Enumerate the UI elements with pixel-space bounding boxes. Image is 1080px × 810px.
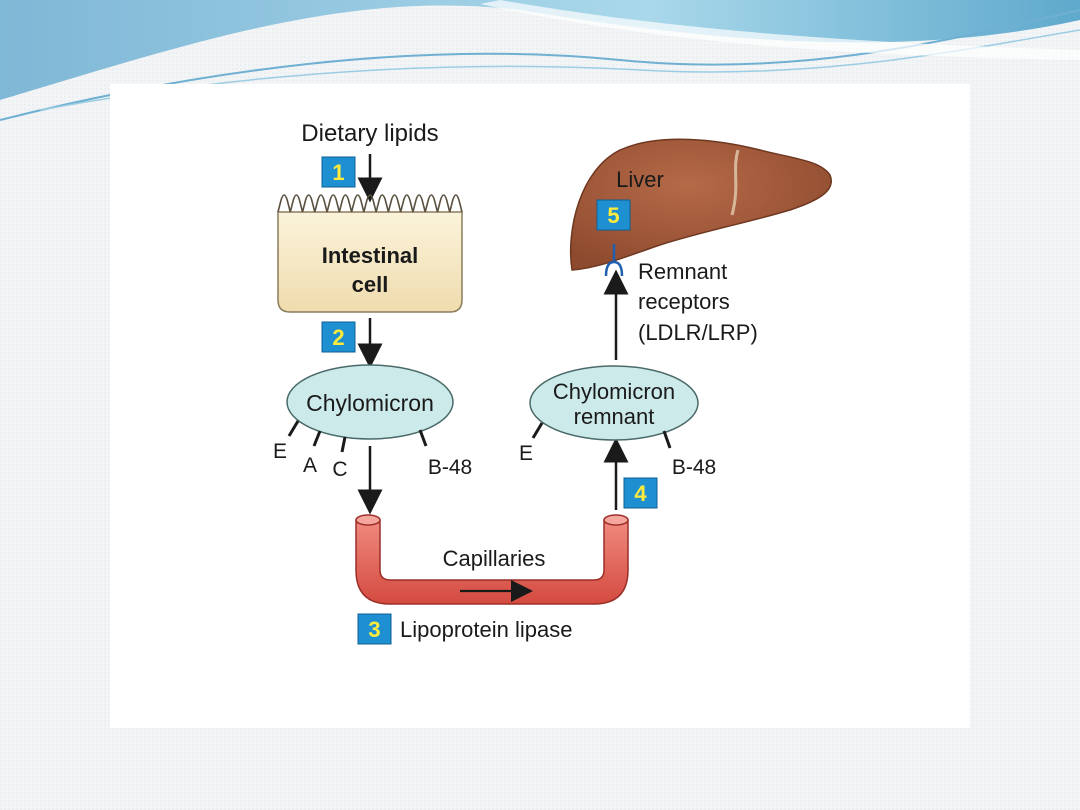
receptor-label-2: receptors (638, 289, 730, 314)
header-swoosh (0, 0, 1080, 100)
apo-b48-label-left: B-48 (428, 456, 472, 479)
apo-c-label: C (332, 458, 347, 481)
apo-e-label-left: E (273, 440, 287, 463)
apo-c-stalk (340, 436, 347, 453)
step-1-number: 1 (332, 160, 344, 185)
intestinal-cell-label-1: Intestinal (322, 243, 419, 268)
capillary-tube (355, 514, 629, 605)
step-2-badge: 2 (321, 321, 356, 353)
intestinal-cell-label-2: cell (352, 272, 389, 297)
remnant-apo-e-stalk (531, 422, 544, 439)
remnant-label-2: remnant (574, 404, 655, 429)
step-3-badge: 3 (357, 613, 392, 645)
lipoprotein-lipase-label: Lipoprotein lipase (400, 617, 572, 642)
apo-a-stalk (312, 430, 322, 447)
remnant-apo-b48-stalk (662, 430, 672, 449)
capillaries-label: Capillaries (443, 546, 546, 571)
step-3-number: 3 (368, 617, 380, 642)
receptor-label-1: Remnant (638, 259, 727, 284)
remnant-receptor-icon (604, 244, 624, 277)
receptor-label-3: (LDLR/LRP) (638, 320, 758, 345)
step-2-number: 2 (332, 325, 344, 350)
chylomicron-label: Chylomicron (306, 390, 434, 416)
intestinal-cell: Intestinal cell (277, 194, 463, 313)
step-4-number: 4 (634, 481, 647, 506)
remnant-label-1: Chylomicron (553, 379, 675, 404)
chylomicron-remnant: Chylomicron remnant (529, 365, 699, 449)
liver: Liver (569, 138, 832, 271)
swoosh-highlight (480, 0, 1080, 60)
step-4-badge: 4 (623, 477, 658, 509)
apo-a-label: A (303, 454, 317, 477)
apo-b48-label-right: B-48 (672, 456, 716, 479)
step-1-badge: 1 (321, 156, 356, 188)
swoosh-line (0, 9, 1080, 121)
step-5-badge: 5 (596, 199, 631, 231)
apo-b48-stalk (418, 429, 428, 447)
apo-e-stalk (287, 420, 300, 437)
liver-label: Liver (616, 167, 664, 192)
chylomicron: Chylomicron (286, 364, 454, 453)
apo-e-label-right: E (519, 442, 533, 465)
step-5-number: 5 (607, 203, 619, 228)
dietary-lipids-label: Dietary lipids (301, 120, 438, 147)
